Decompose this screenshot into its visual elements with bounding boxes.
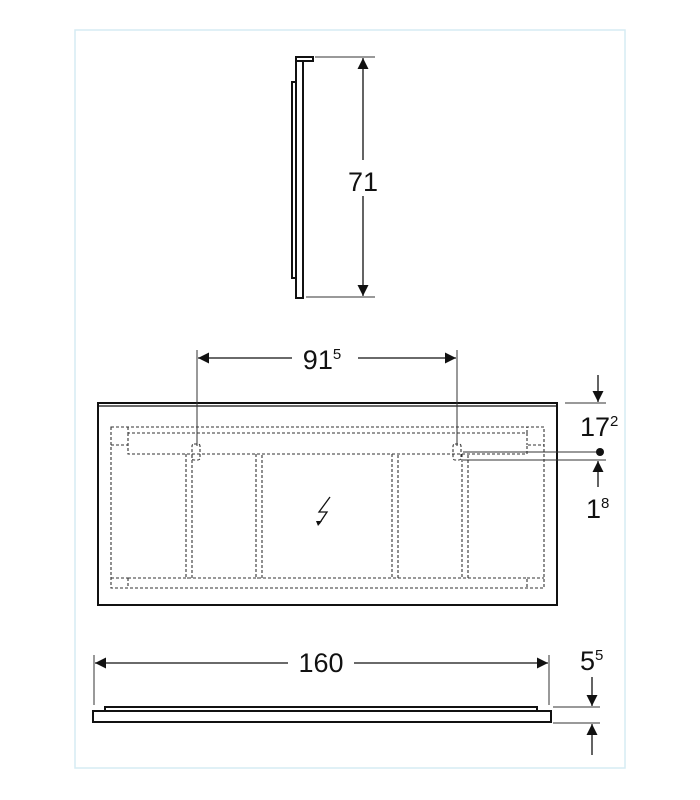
bracket-offset-label: 172 <box>580 412 618 442</box>
mirror-front-outline <box>97 402 558 606</box>
height-label: 71 <box>348 167 378 197</box>
back-panel <box>291 81 297 279</box>
reference-dot <box>596 448 604 456</box>
mirror-side-profile <box>295 56 304 299</box>
drawing-frame <box>74 29 626 769</box>
mirror-top-outline <box>92 710 552 723</box>
top-cap <box>295 56 314 62</box>
front-view: 915 172 18 <box>97 342 618 606</box>
electrical-connection-icon <box>316 496 331 526</box>
left-bracket <box>191 443 201 461</box>
bracket-height-label: 18 <box>586 494 609 524</box>
side-view: 71 <box>291 56 383 299</box>
top-view: 160 55 <box>92 646 603 755</box>
depth-label: 55 <box>580 646 603 676</box>
bracket-spacing-label: 915 <box>303 345 341 375</box>
width-label: 160 <box>298 648 343 678</box>
